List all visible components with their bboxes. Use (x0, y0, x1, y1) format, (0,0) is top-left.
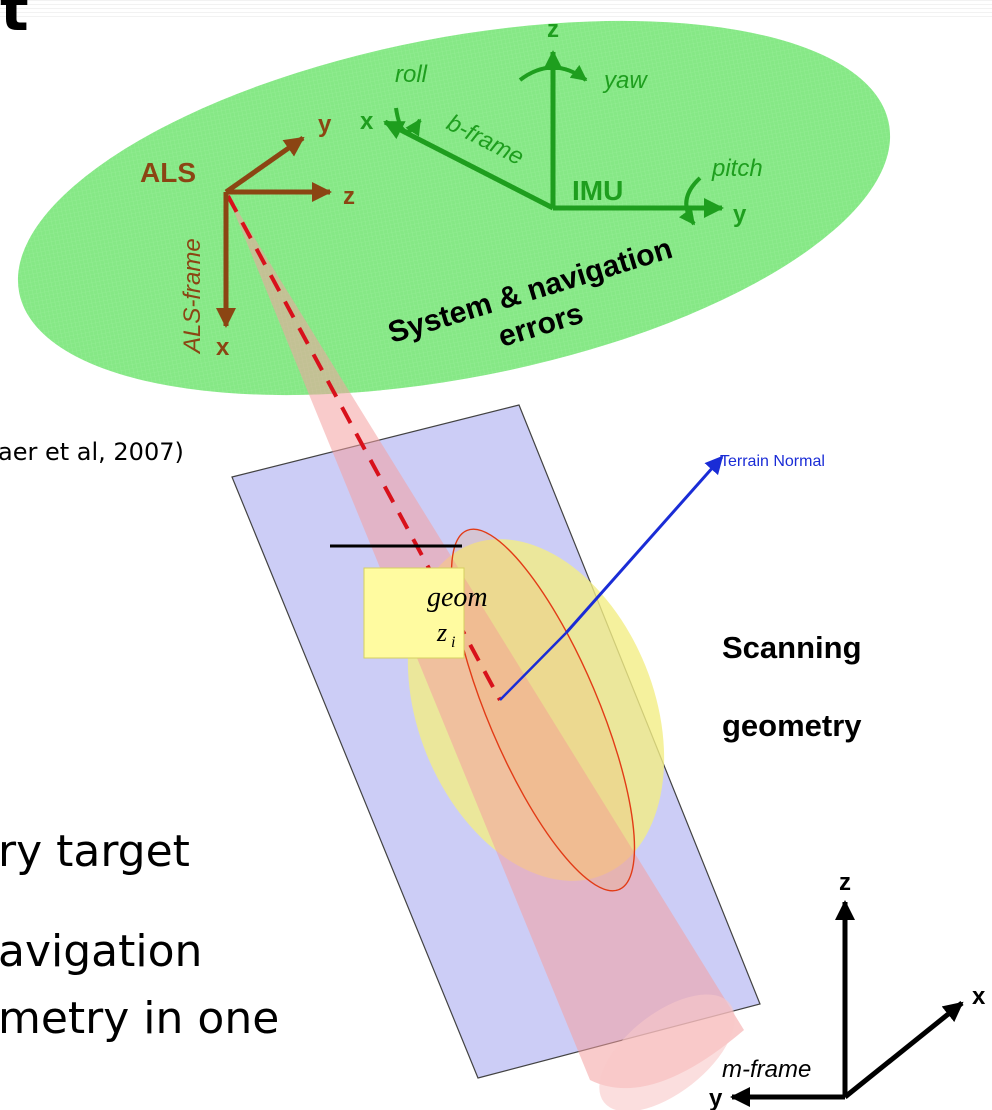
mframe-x-label: x (972, 983, 986, 1010)
imu-y-label: y (733, 201, 747, 228)
body-line-2: avigation (0, 926, 202, 977)
mframe-axis-x (843, 1001, 964, 1099)
als-y-label: y (318, 111, 332, 138)
scanning-label-line2: geometry (722, 708, 862, 743)
pitch-label: pitch (711, 155, 763, 182)
formula-subscript: i (451, 634, 455, 651)
formula-box (363, 567, 465, 659)
als-frame-label: ALS-frame (179, 238, 206, 355)
body-line-1: ry target (0, 826, 190, 877)
laser-beam (226, 192, 744, 1089)
als-x-label: x (216, 334, 230, 361)
pitch-rotation-icon (678, 176, 702, 226)
imu-z-label: z (547, 16, 559, 43)
system-error-ellipse (17, 20, 891, 396)
imu-label: IMU (572, 175, 623, 206)
roll-label: roll (395, 61, 428, 88)
mframe-z-label: z (839, 869, 851, 896)
formula-line1: geom (427, 582, 488, 613)
terrain-normal-label: Terrain Normal (720, 453, 825, 470)
formula-line2: z (436, 618, 447, 647)
terrain-normal-arrow (564, 455, 724, 634)
scanning-label-line1: Scanning (722, 630, 862, 665)
normal-base (499, 632, 567, 701)
yaw-rotation-icon (518, 64, 588, 82)
als-axis-y (224, 135, 305, 195)
roll-rotation-icon (394, 107, 422, 137)
als-label: ALS (140, 157, 196, 188)
als-z-label: z (343, 183, 355, 210)
mframe-label: m-frame (722, 1056, 811, 1083)
beam-end (599, 994, 735, 1110)
citation-fragment: aer et al, 2007) (0, 438, 184, 466)
laser-ray (226, 195, 502, 701)
footprint-outline (450, 528, 636, 892)
yaw-label: yaw (602, 67, 648, 94)
header-band (0, 0, 992, 18)
mframe-y-label: y (709, 1085, 723, 1110)
body-line-3: metry in one (0, 993, 279, 1044)
imu-x-label: x (360, 108, 374, 135)
title-fragment: t (0, 0, 29, 45)
